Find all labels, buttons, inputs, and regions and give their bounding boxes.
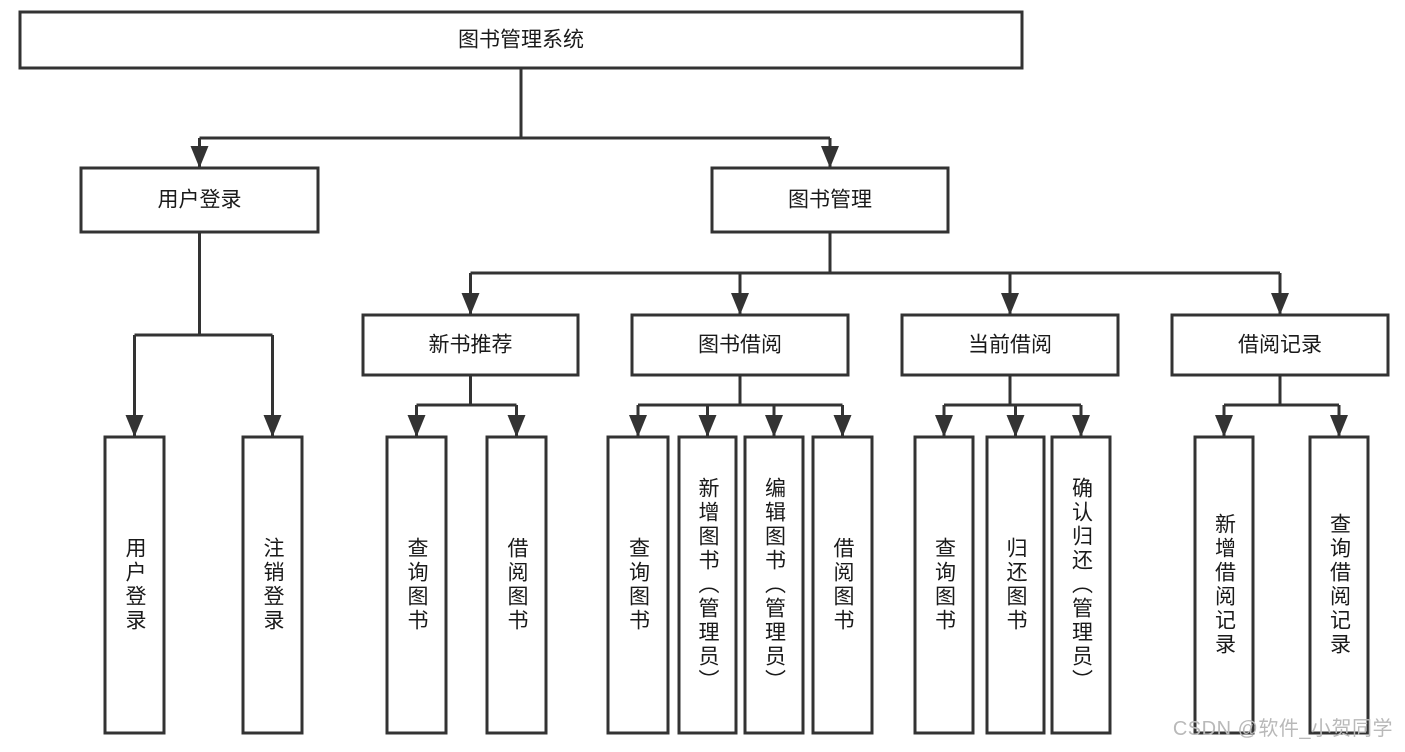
node-box-leaf-query-book-1[interactable] [385, 435, 448, 735]
arrow-head-icon [1006, 415, 1025, 437]
node-label-new-book-recommend: 新书推荐 [429, 334, 513, 357]
arrow-head-icon [1215, 415, 1233, 437]
node-label-user-login: 用户登录 [158, 189, 242, 212]
node-label-book-management: 图书管理 [788, 189, 872, 212]
node-box-book-borrow[interactable] [630, 313, 850, 377]
arrow-head-icon [1001, 293, 1019, 315]
arrow-head-icon [1330, 415, 1348, 437]
arrow-head-icon [1271, 293, 1289, 315]
node-box-root[interactable] [18, 10, 1024, 70]
node-box-leaf-borrow-book-1[interactable] [485, 435, 548, 735]
node-box-user-login[interactable] [79, 166, 320, 234]
node-label-root: 图书管理系统 [458, 29, 584, 52]
node-box-leaf-add-book[interactable] [677, 435, 738, 735]
node-box-leaf-add-record[interactable] [1193, 435, 1255, 735]
arrow-head-icon [190, 146, 209, 168]
arrow-head-icon [263, 415, 282, 437]
node-box-leaf-query-book-2[interactable] [606, 435, 670, 735]
node-box-leaf-confirm-return[interactable] [1050, 435, 1112, 735]
node-box-leaf-borrow-book-2[interactable] [811, 435, 874, 735]
arrow-head-icon [821, 146, 839, 168]
node-box-borrow-records[interactable] [1170, 313, 1390, 377]
arrow-head-icon [461, 293, 480, 315]
arrow-head-icon [629, 415, 647, 437]
arrow-head-icon [125, 415, 144, 437]
node-box-leaf-query-record[interactable] [1308, 435, 1370, 735]
node-label-current-borrow: 当前借阅 [968, 334, 1052, 357]
arrow-head-icon [698, 415, 717, 437]
arrow-head-icon [1072, 415, 1090, 437]
arrow-head-icon [407, 415, 426, 437]
watermark-text: CSDN @软件_小贺同学 [1172, 718, 1393, 740]
arrow-head-icon [731, 293, 749, 315]
node-box-leaf-user-logout[interactable] [241, 435, 304, 735]
node-box-leaf-return-book[interactable] [985, 435, 1046, 735]
arrow-head-icon [833, 415, 852, 437]
arrow-head-icon [507, 415, 526, 437]
node-box-leaf-edit-book[interactable] [743, 435, 805, 735]
node-box-leaf-query-book-3[interactable] [913, 435, 975, 735]
node-box-current-borrow[interactable] [900, 313, 1120, 377]
node-box-new-book-recommend[interactable] [361, 313, 580, 377]
node-box-book-management[interactable] [710, 166, 950, 234]
node-label-book-borrow: 图书借阅 [698, 334, 782, 357]
arrow-head-icon [765, 415, 783, 437]
arrow-head-icon [935, 415, 953, 437]
node-box-leaf-user-login[interactable] [103, 435, 166, 735]
node-label-borrow-records: 借阅记录 [1238, 334, 1322, 357]
